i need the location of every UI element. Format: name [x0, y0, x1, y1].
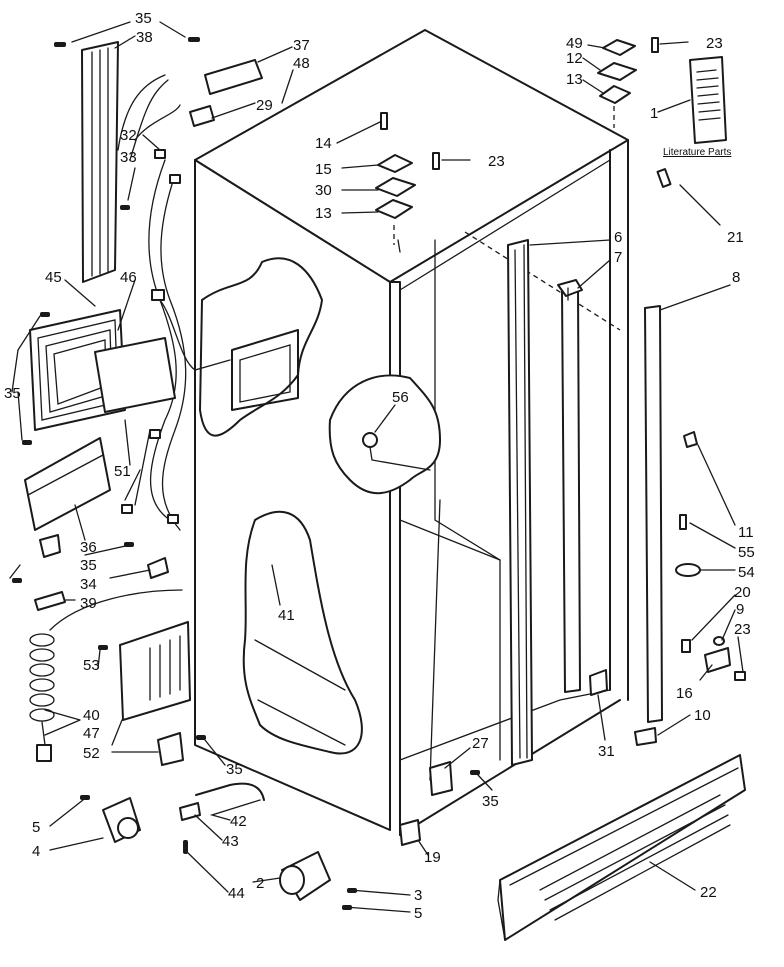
side-strip-38 — [81, 41, 119, 283]
callout-43: 43 — [222, 833, 239, 850]
access-cover-47 — [119, 621, 191, 721]
callout-13-top: 13 — [566, 71, 583, 88]
callout-leaders — [9, 21, 744, 913]
part-34-bracket — [147, 557, 169, 579]
part-52-bracket — [157, 732, 184, 766]
part-19-clip — [399, 819, 421, 846]
callout-51: 51 — [114, 463, 131, 480]
callout-1: 1 — [650, 105, 658, 122]
callout-7: 7 — [614, 249, 622, 266]
literature-parts-label: Literature Parts — [663, 147, 731, 158]
callout-49: 49 — [566, 35, 583, 52]
callout-10: 10 — [694, 707, 711, 724]
callout-33: 33 — [120, 149, 137, 166]
callout-3: 3 — [414, 887, 422, 904]
callout-31: 31 — [598, 743, 615, 760]
callout-13-center: 13 — [315, 205, 332, 222]
callout-21: 21 — [727, 229, 744, 246]
callout-23-right: 23 — [734, 621, 751, 638]
callout-5-left: 5 — [32, 819, 40, 836]
callout-46: 46 — [120, 269, 137, 286]
callout-41: 41 — [278, 607, 295, 624]
upper-hinge-assembly-right — [597, 37, 659, 128]
callout-35-mid: 35 — [80, 557, 97, 574]
callout-8: 8 — [732, 269, 740, 286]
callout-12: 12 — [566, 50, 583, 67]
callout-35-low: 35 — [226, 761, 243, 778]
callout-4: 4 — [32, 843, 40, 860]
wiring-harness — [117, 74, 231, 531]
callout-47: 47 — [83, 725, 100, 742]
callout-16: 16 — [676, 685, 693, 702]
callout-37: 37 — [293, 37, 310, 54]
callout-19: 19 — [424, 849, 441, 866]
callout-9: 9 — [736, 601, 744, 618]
part-37-plate — [204, 59, 263, 95]
callout-15: 15 — [315, 161, 332, 178]
callout-numbers: 35 38 37 48 29 32 33 45 46 35 51 36 35 3… — [4, 10, 755, 922]
callout-45: 45 — [45, 269, 62, 286]
base-grille-22 — [497, 754, 746, 941]
upper-hinge-assembly-center — [375, 112, 440, 245]
callout-52: 52 — [83, 745, 100, 762]
literature-booklet: Literature Parts — [663, 56, 731, 158]
callout-54: 54 — [738, 564, 755, 581]
callout-22: 22 — [700, 884, 717, 901]
callout-39: 39 — [80, 595, 97, 612]
callout-56: 56 — [392, 389, 409, 406]
callout-29: 29 — [256, 97, 273, 114]
callout-14: 14 — [315, 135, 332, 152]
callout-35-left: 35 — [4, 385, 21, 402]
callout-40: 40 — [83, 707, 100, 724]
callout-35-right: 35 — [482, 793, 499, 810]
callout-27: 27 — [472, 735, 489, 752]
callout-6: 6 — [614, 229, 622, 246]
power-cord-40 — [29, 589, 183, 762]
cabinet-cutaway-light — [328, 374, 441, 495]
callout-35-top: 35 — [135, 10, 152, 27]
part-39-strip — [34, 591, 66, 611]
part-31-bracket — [589, 669, 608, 696]
drain-trough-36 — [24, 437, 111, 558]
roller-assembly-2 — [279, 851, 331, 901]
door-strip-8 — [644, 305, 663, 723]
callout-38: 38 — [136, 29, 153, 46]
callout-44: 44 — [228, 885, 245, 902]
part-21-clip — [656, 168, 672, 188]
drain-tube-42 — [195, 782, 265, 801]
callout-55: 55 — [738, 544, 755, 561]
callout-30: 30 — [315, 182, 332, 199]
screw-fasteners — [12, 37, 480, 910]
callout-23-center: 23 — [488, 153, 505, 170]
callout-42: 42 — [230, 813, 247, 830]
callout-36: 36 — [80, 539, 97, 556]
callout-53: 53 — [83, 657, 100, 674]
lower-hinge-parts-right — [634, 431, 746, 746]
caster-4 — [102, 797, 141, 843]
callout-20: 20 — [734, 584, 751, 601]
door-strip-7 — [557, 279, 583, 693]
callout-32: 32 — [120, 127, 137, 144]
callout-2: 2 — [256, 875, 264, 892]
callout-5-right: 5 — [414, 905, 422, 922]
callout-48: 48 — [293, 55, 310, 72]
insulation-pad-51 — [94, 337, 176, 413]
cabinet-cutaway-upper — [199, 257, 323, 437]
part-29-connector — [189, 105, 215, 127]
bracket-27 — [429, 761, 453, 796]
callout-34: 34 — [80, 576, 97, 593]
door-strip-6 — [507, 239, 533, 766]
callout-23-top: 23 — [706, 35, 723, 52]
callout-11: 11 — [738, 524, 754, 541]
